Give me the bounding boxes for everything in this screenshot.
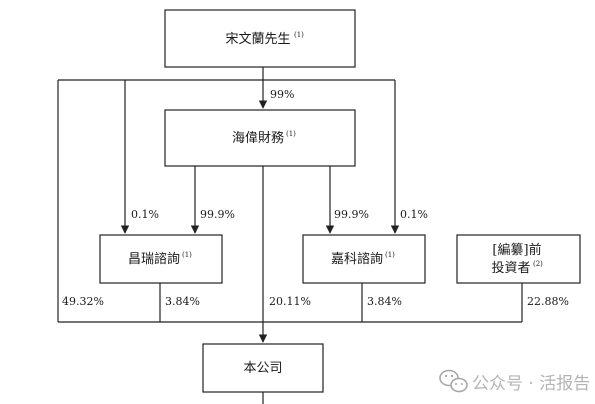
edge-haiwei-changrui-label: 99.9% (200, 208, 235, 221)
node-jiake-box (302, 234, 426, 284)
edge-haiwei-company-label: 20.11% (269, 295, 311, 308)
node-jiake: 嘉科諮詢 (1) (302, 234, 426, 284)
edge-jiake-company-label: 3.84% (367, 295, 402, 308)
node-changrui-name: 昌瑞諮詢 (128, 251, 180, 267)
node-haiwei-note: (1) (286, 130, 296, 138)
edge-song-company-label: 49.32% (62, 295, 104, 308)
node-haiwei: 海偉財務 (1) (164, 109, 356, 167)
node-haiwei-name: 海偉財務 (232, 131, 284, 146)
connector-lines (57, 67, 523, 404)
node-investors-box (456, 234, 581, 284)
node-changrui-box (99, 234, 223, 284)
node-investors-line1: [編纂]前 (492, 242, 541, 258)
edge-investors-company-label: 22.88% (527, 295, 569, 308)
node-changrui-note: (1) (182, 251, 192, 259)
node-song-note: (1) (294, 31, 304, 39)
wechat-icon (439, 369, 468, 393)
edge-haiwei-jiake-label: 99.9% (334, 208, 369, 221)
node-company-box (202, 343, 324, 393)
node-song-name: 宋文蘭先生 (225, 31, 290, 47)
node-investors: [編纂]前 投資者 (2) (456, 234, 581, 284)
edge-song-jiake-label: 0.1% (400, 208, 428, 221)
edge-song-haiwei-label: 99% (270, 88, 294, 101)
node-investors-line2: 投資者 (491, 260, 530, 276)
edge-song-changrui-label: 0.1% (131, 208, 159, 221)
edge-changrui-company-label: 3.84% (165, 295, 200, 308)
edge-labels: 99% 0.1% 99.9% 99.9% 0.1% 49.32% 3.84% 2… (62, 88, 569, 308)
node-haiwei-box (164, 109, 356, 167)
node-company-name: 本公司 (243, 361, 282, 376)
node-jiake-note: (1) (385, 251, 395, 259)
watermark: 公众号 · 活报告 (439, 369, 590, 394)
node-investors-note: (2) (533, 260, 543, 268)
watermark-text: 公众号 · 活报告 (472, 374, 590, 394)
node-company: 本公司 (202, 343, 324, 393)
node-changrui: 昌瑞諮詢 (1) (99, 234, 223, 284)
node-jiake-name: 嘉科諮詢 (331, 251, 383, 267)
node-song: 宋文蘭先生 (1) (164, 9, 356, 68)
node-song-box (164, 9, 356, 68)
